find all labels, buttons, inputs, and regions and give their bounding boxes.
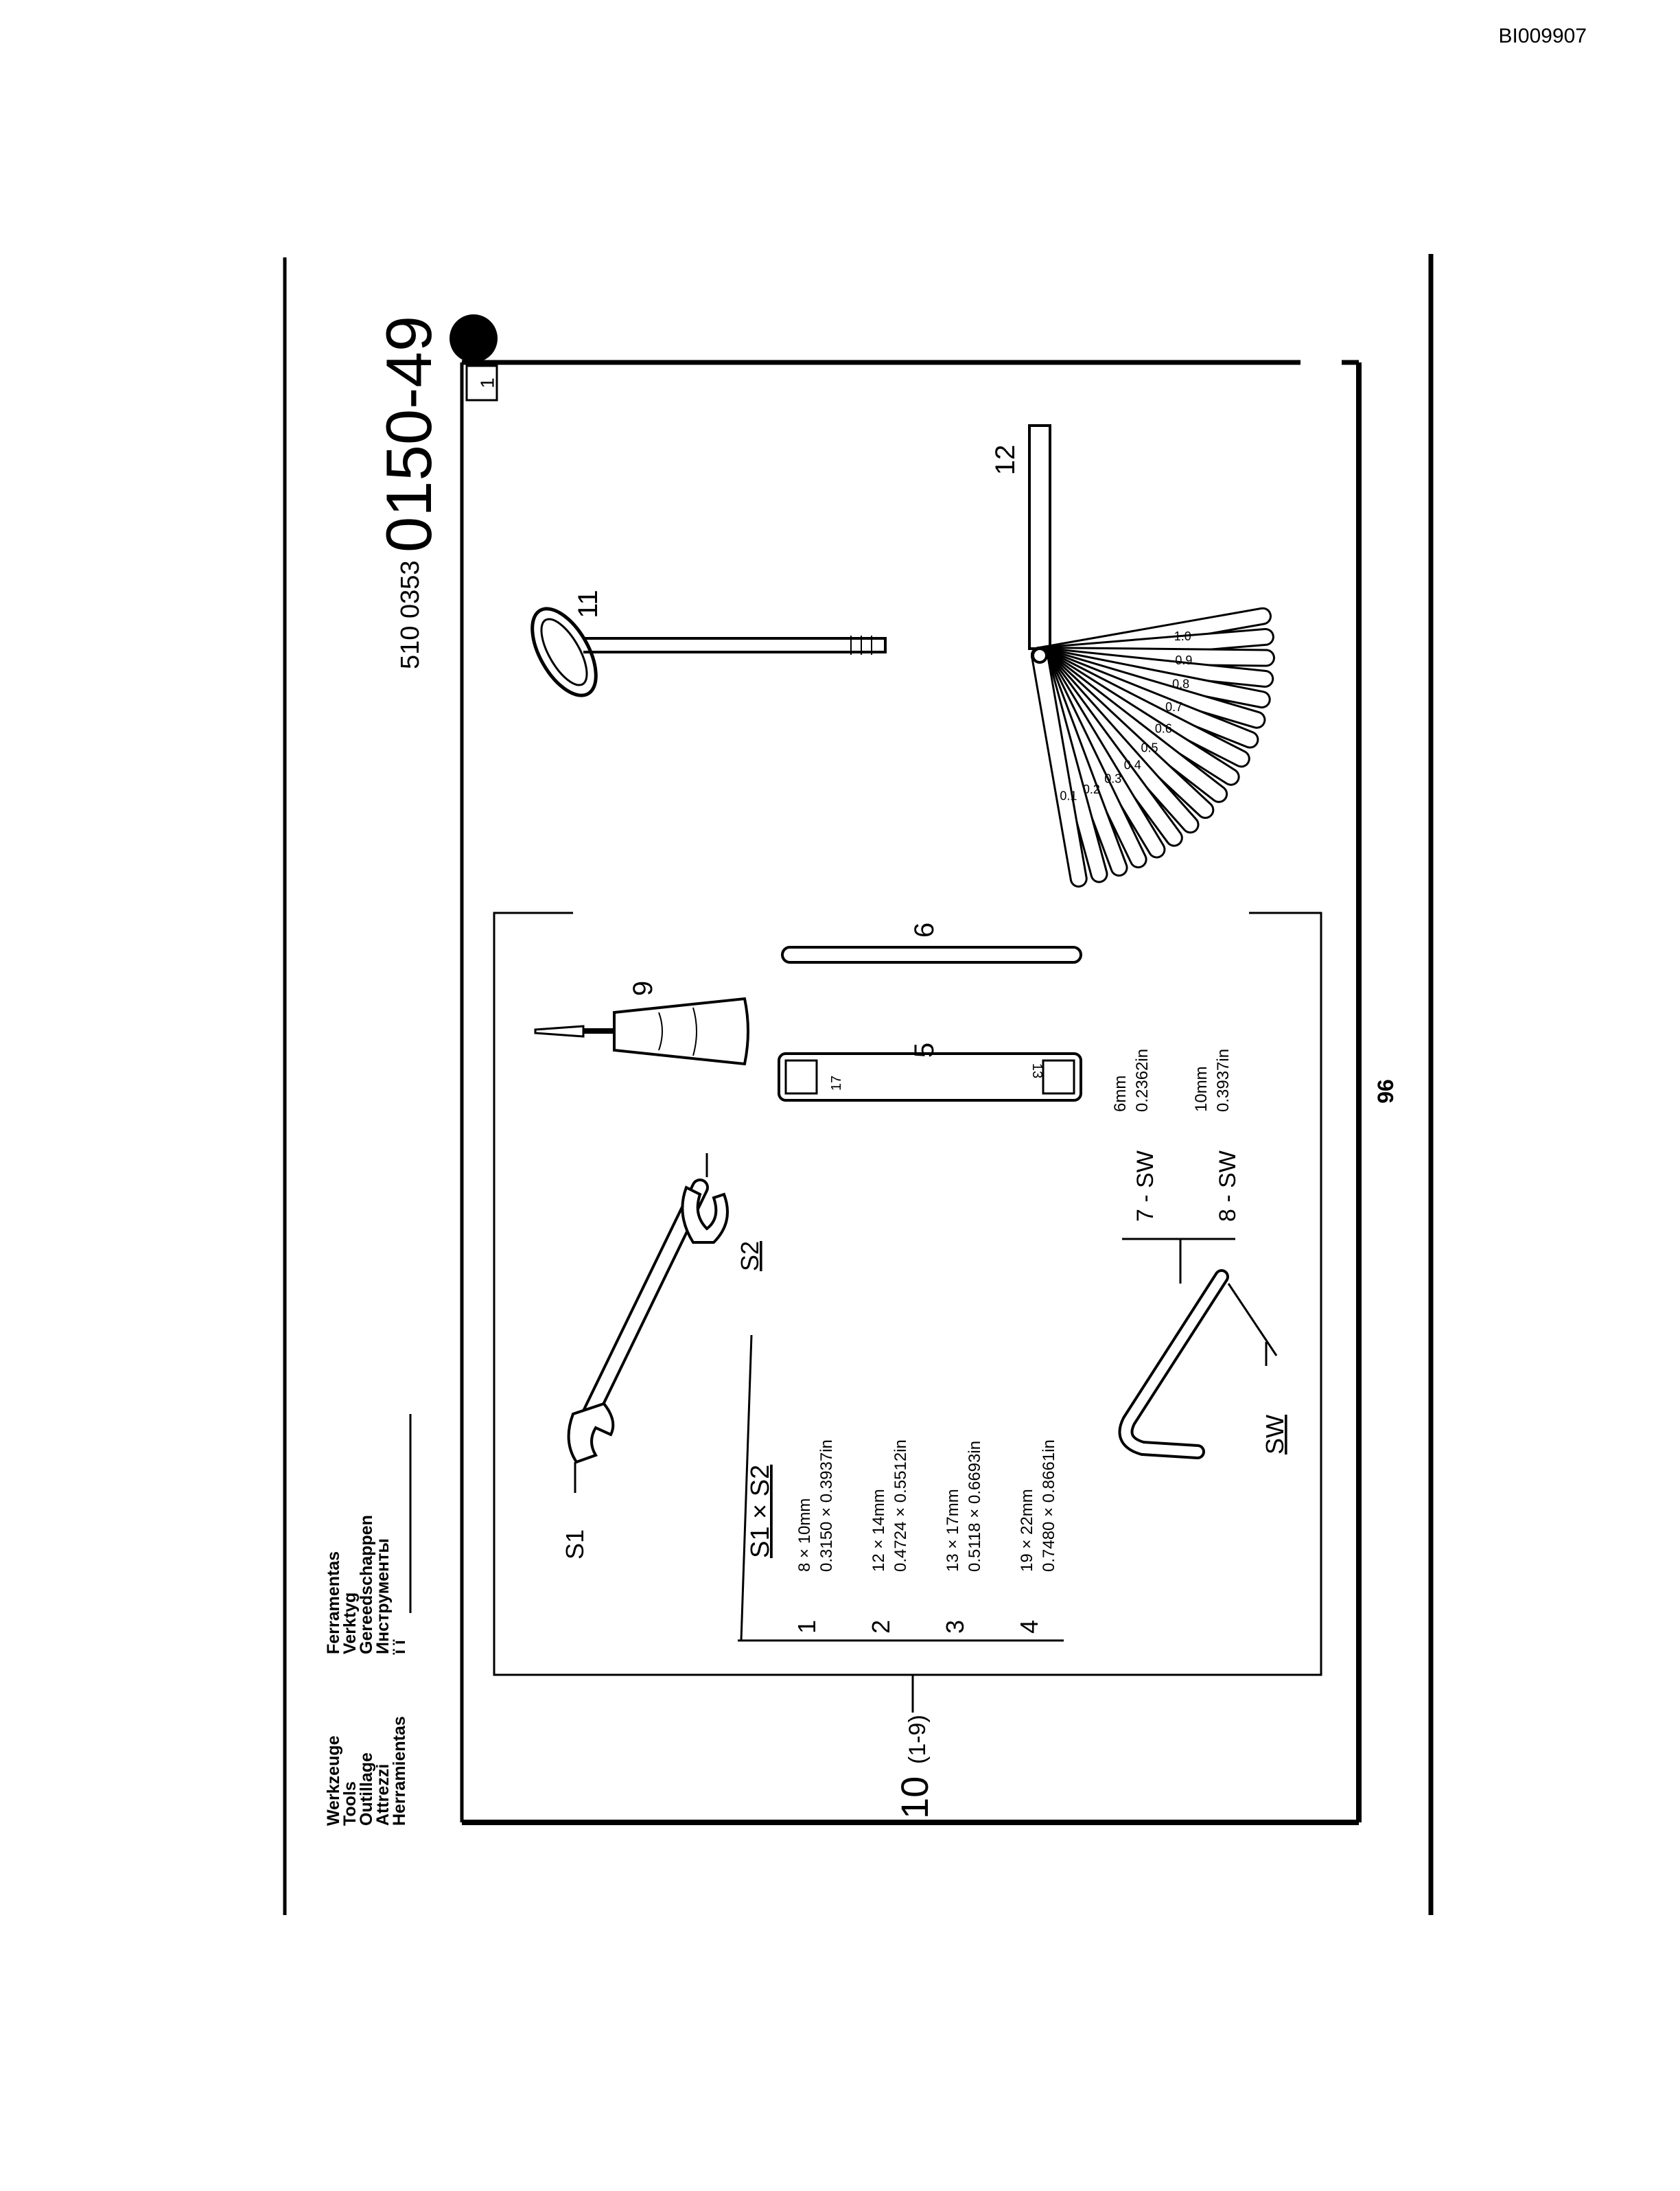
wrench-row-inch: 0.3150 × 0.3937in bbox=[817, 1439, 836, 1572]
screwdriver-callout: 9 bbox=[628, 981, 658, 996]
s2-callout: S2 bbox=[736, 1241, 764, 1271]
sw-callout: SW bbox=[1261, 1415, 1289, 1454]
title-right-1: Verktyg bbox=[340, 1592, 360, 1654]
s1-callout: S1 bbox=[561, 1529, 589, 1560]
hex-key-inch: 0.2362in bbox=[1133, 1049, 1152, 1112]
wrench-row: 4 19 × 22mm 0.7480 × 0.8661in bbox=[1015, 1439, 1058, 1634]
feeler-handle bbox=[1028, 424, 1051, 650]
sheet-marker-box bbox=[465, 364, 498, 402]
hex-key-icon bbox=[1118, 1266, 1278, 1459]
kit-callout: 10 bbox=[893, 1776, 936, 1819]
title-right-3: Инструменты bbox=[373, 1538, 393, 1654]
kit-bracket bbox=[493, 912, 1322, 1713]
feeler-callout: 12 bbox=[990, 445, 1020, 476]
feeler-mark-label: 0.8 bbox=[1172, 677, 1189, 691]
title-block: Werkzeuge Tools Outillage Attrezzi Herra… bbox=[324, 1414, 412, 1826]
wrench-row-inch: 0.7480 × 0.8661in bbox=[1040, 1439, 1058, 1572]
feeler-mark-label: 0.5 bbox=[1141, 741, 1158, 755]
feeler-mark-label: 0.7 bbox=[1165, 700, 1182, 714]
wrench-row: 2 12 × 14mm 0.4724 × 0.5512in bbox=[867, 1439, 910, 1634]
sheet-marker: 1 bbox=[476, 378, 498, 389]
wrench-row-num: 4 bbox=[1015, 1620, 1043, 1634]
sheet-dot-icon bbox=[450, 314, 498, 362]
wrench-row-mm: 13 × 17mm bbox=[944, 1489, 962, 1572]
wrench-row: 3 13 × 17mm 0.5118 × 0.6693in bbox=[941, 1441, 984, 1634]
wrench-row-inch: 0.4724 × 0.5512in bbox=[891, 1439, 910, 1572]
wrench-table-header: S1 × S2 bbox=[746, 1465, 775, 1558]
hex-key-row: 8 - SW 10mm 0.3937in bbox=[1192, 1049, 1241, 1222]
drawing-frame bbox=[460, 360, 1362, 1825]
box-wrench-callout: 5 bbox=[909, 1043, 940, 1058]
part-prefix: 510 0353 bbox=[396, 561, 425, 670]
title-right-0: Ferramentas bbox=[324, 1551, 343, 1654]
key-callout: 11 bbox=[573, 590, 603, 618]
rod-icon bbox=[781, 946, 1082, 964]
part-number: 0150-49 bbox=[373, 316, 445, 553]
hex-key-row: 7 - SW 6mm 0.2362in bbox=[1111, 1049, 1158, 1222]
feeler-mark-label: 0.9 bbox=[1175, 653, 1192, 667]
feeler-mark-label: 0.6 bbox=[1155, 721, 1172, 735]
box-wrench-mark-13: 13 bbox=[1029, 1063, 1045, 1078]
title-left-0: Werkzeuge bbox=[324, 1735, 343, 1826]
ring-key-icon bbox=[530, 607, 887, 697]
wrench-row-mm: 19 × 22mm bbox=[1018, 1489, 1036, 1572]
hex-key-inch: 0.3937in bbox=[1214, 1049, 1233, 1112]
page-number: 96 bbox=[1373, 1079, 1398, 1104]
wrench-row-mm: 12 × 14mm bbox=[870, 1489, 888, 1572]
feeler-mark-label: 0.1 bbox=[1060, 789, 1077, 803]
feeler-pivot-icon bbox=[1031, 647, 1048, 664]
open-wrench-icon bbox=[567, 1153, 753, 1641]
hex-key-mm: 10mm bbox=[1192, 1066, 1211, 1112]
title-right-2: Gereedschappen bbox=[357, 1515, 376, 1654]
title-left-3: Attrezzi bbox=[373, 1764, 393, 1826]
hex-key-label: 7 - SW bbox=[1132, 1150, 1158, 1222]
document-id: BI009907 bbox=[1498, 25, 1587, 47]
rod-callout: 6 bbox=[909, 923, 940, 938]
box-wrench-icon: 17 13 bbox=[778, 1052, 1082, 1102]
feeler-mark-label: 0.3 bbox=[1104, 772, 1121, 786]
hex-key-mm: 6mm bbox=[1111, 1076, 1130, 1112]
title-left-1: Tools bbox=[340, 1781, 360, 1826]
wrench-row-num: 3 bbox=[941, 1620, 969, 1634]
title-left-4: Herramientas bbox=[390, 1716, 409, 1826]
screwdriver-icon bbox=[534, 997, 749, 1066]
feeler-gauge-icon: 1.0 0.9 0.8 0.7 0.6 0.50.40.3 0.2 0.1 bbox=[1028, 424, 1275, 888]
box-wrench-mark-17: 17 bbox=[829, 1076, 844, 1091]
hex-key-sizes: 7 - SW 6mm 0.2362in 8 - SW 10mm 0.3937in bbox=[1111, 1049, 1241, 1266]
feeler-mark-label: 0.2 bbox=[1083, 782, 1100, 796]
wrench-size-table: S1 × S2 1 8 × 10mm 0.3150 × 0.3937in 2 1… bbox=[738, 1439, 1064, 1642]
feeler-mark-label: 1.0 bbox=[1174, 629, 1191, 643]
wrench-row-inch: 0.5118 × 0.6693in bbox=[966, 1441, 984, 1572]
feeler-blade-face bbox=[1033, 649, 1086, 886]
wrench-row-mm: 8 × 10mm bbox=[795, 1498, 814, 1572]
hex-key-label: 8 - SW bbox=[1215, 1150, 1241, 1222]
wrench-row: 1 8 × 10mm 0.3150 × 0.3937in bbox=[793, 1439, 836, 1634]
wrench-row-num: 2 bbox=[867, 1620, 895, 1634]
title-right-4: ï ï bbox=[390, 1639, 409, 1655]
kit-range: (1-9) bbox=[905, 1715, 931, 1764]
wrench-row-num: 1 bbox=[793, 1620, 821, 1634]
title-left-2: Outillage bbox=[357, 1752, 376, 1826]
feeler-mark-label: 0.4 bbox=[1124, 758, 1141, 772]
